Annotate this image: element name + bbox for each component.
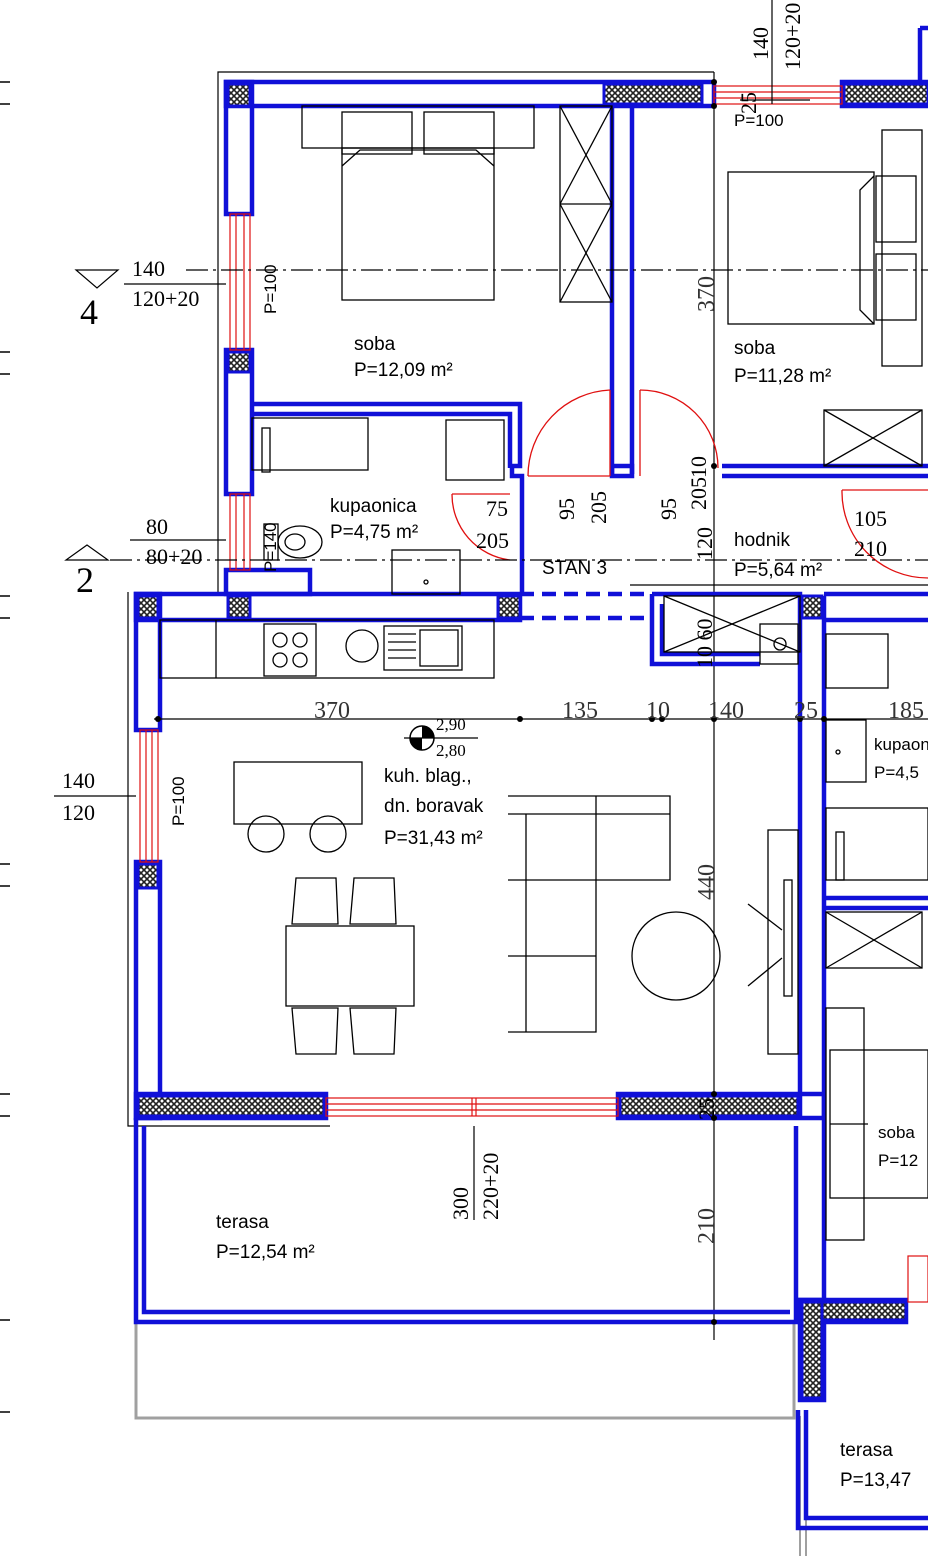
dim-door-95b: 95 <box>656 498 681 520</box>
dim-left-p100: P=100 <box>261 264 280 314</box>
terrace-railing <box>134 1322 807 1556</box>
level-marker: 2,90 2,80 <box>404 715 478 760</box>
dim-door-220-20: 220+20 <box>478 1153 503 1220</box>
windows <box>139 85 928 1303</box>
dim-left-140: 140 <box>132 256 165 281</box>
room-soba-1-area: P=12,09 m² <box>354 360 453 381</box>
dim-left2-80-20: 80+20 <box>146 544 202 569</box>
dim-door-210: 210 <box>854 536 887 561</box>
room-soba-1-name: soba <box>354 334 396 355</box>
room-hodnik-area: P=5,64 m² <box>734 560 822 581</box>
doors <box>451 389 928 579</box>
dim-h-140: 140 <box>708 698 744 724</box>
dim-door-205a: 205 <box>476 528 509 553</box>
dim-v-370: 370 <box>694 276 720 312</box>
dim-win-120: 120 <box>62 800 95 825</box>
level-lower: 2,80 <box>436 741 466 760</box>
dim-v-210: 210 <box>694 1208 720 1244</box>
dim-v-440: 440 <box>694 864 720 900</box>
dim-top-25: 25 <box>736 92 761 114</box>
dim-door-205c: 205 <box>686 477 711 510</box>
dim-door-205b: 205 <box>586 491 611 524</box>
dim-top-p100: P=100 <box>734 111 784 130</box>
room-kupaonica-2-name: kupaonica <box>874 735 928 754</box>
axis-lines <box>110 269 928 561</box>
level-upper: 2,90 <box>436 715 466 734</box>
dim-left-120-20: 120+20 <box>132 286 199 311</box>
dim-top-120-20: 120+20 <box>780 3 805 70</box>
dimension-lines <box>54 0 928 1220</box>
dim-door-75: 75 <box>486 496 508 521</box>
room-soba-2-name: soba <box>734 338 776 359</box>
dim-10-60: 10 60 <box>692 619 717 669</box>
axis-marker-2: 2 <box>64 544 110 600</box>
dim-p140: P=140 <box>261 522 280 572</box>
dim-win-p100: P=100 <box>169 776 188 826</box>
apartment-label: STAN 3 <box>542 558 607 579</box>
hatched-walls <box>136 82 928 1400</box>
dim-door-95a: 95 <box>554 498 579 520</box>
dim-h-370: 370 <box>314 698 350 724</box>
dimension-texts: 140 120+20 25 P=100 140 120+20 P=100 370… <box>62 3 924 1244</box>
axis-marker-2-label: 2 <box>76 560 94 600</box>
room-terasa-2-name: terasa <box>840 1440 893 1461</box>
room-kupaonica-area: P=4,75 m² <box>330 522 418 543</box>
room-kupaonica-name: kupaonica <box>330 496 417 517</box>
dim-h-10: 10 <box>646 698 670 724</box>
dim-h-185: 185 <box>888 698 924 724</box>
room-soba-3-area: P=12 <box>878 1151 918 1170</box>
room-kupaonica-2-area: P=4,5 <box>874 763 919 782</box>
room-dnevni-line1: kuh. blag., <box>384 766 472 787</box>
dim-h-25: 25 <box>794 698 818 724</box>
room-terasa-1-area: P=12,54 m² <box>216 1242 315 1263</box>
room-labels: soba P=12,09 m² soba P=11,28 m² kupaonic… <box>216 334 928 1491</box>
room-soba-2-area: P=11,28 m² <box>734 366 831 387</box>
dim-door-10: 10 <box>686 456 711 478</box>
room-terasa-1-name: terasa <box>216 1212 269 1233</box>
room-dnevni-line2: dn. boravak <box>384 796 484 817</box>
dim-top-140: 140 <box>748 27 773 60</box>
room-dnevni-area: P=31,43 m² <box>384 828 483 849</box>
dim-door-105: 105 <box>854 506 887 531</box>
dim-win-140: 140 <box>62 768 95 793</box>
dim-door-120: 120 <box>692 527 717 560</box>
room-terasa-2-area: P=13,47 <box>840 1470 911 1491</box>
dim-left2-80: 80 <box>146 514 168 539</box>
dim-door-300: 300 <box>448 1187 473 1220</box>
dim-v-25: 25 <box>694 1098 719 1120</box>
dim-h-135: 135 <box>562 698 598 724</box>
axis-marker-4-label: 4 <box>80 292 98 332</box>
margin-ticks <box>0 81 10 1413</box>
furniture <box>159 105 928 1241</box>
room-soba-3-name: soba <box>878 1123 915 1142</box>
room-hodnik-name: hodnik <box>734 530 790 551</box>
dimension-ticks <box>155 79 827 1325</box>
axis-marker-4: 4 <box>74 269 120 332</box>
